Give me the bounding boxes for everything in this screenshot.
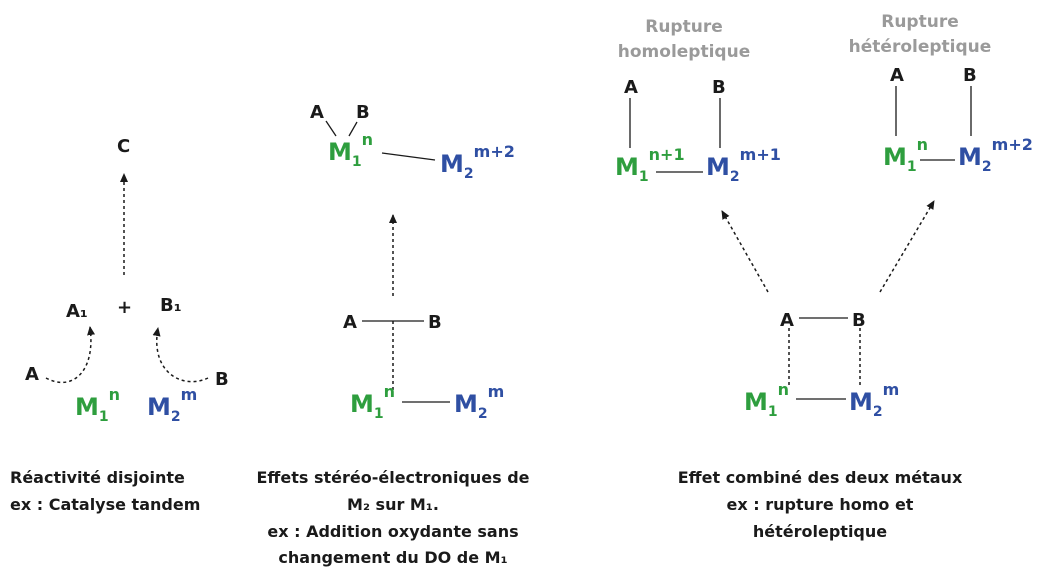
homo-b-label: B: [712, 77, 726, 98]
hetero-title-line-1: Rupture: [881, 12, 959, 32]
homo-title-line-2: homoleptique: [618, 42, 750, 62]
arrow-to-heteroleptic: [879, 200, 935, 293]
curved-arrow-a: [45, 326, 96, 384]
caption-line-1: Effet combiné des deux métaux: [678, 468, 963, 487]
metal-1: M1n: [75, 385, 120, 425]
caption-line-1: Réactivité disjointe: [10, 468, 185, 487]
homo-metal-2: M2m+1: [706, 145, 781, 185]
bottom-b-label: B: [852, 310, 866, 331]
caption-line-3: hétéroleptique: [753, 522, 887, 541]
bottom-metal-2: M2m: [849, 380, 899, 420]
hetero-b-label: B: [963, 65, 977, 86]
top-a-label: A: [310, 102, 324, 123]
arrow-to-homoleptic: [721, 210, 769, 293]
a1-label: A₁: [66, 301, 88, 322]
reactant-b-label: B: [215, 369, 229, 390]
top-b-label: B: [356, 102, 370, 123]
homo-title-line-1: Rupture: [645, 17, 723, 37]
homo-metal-1: M1n+1: [615, 145, 685, 185]
bottom-b-label: B: [428, 312, 442, 333]
bottom-metal-1: M1n: [350, 382, 395, 422]
caption-line-4: changement du DO de M₁: [278, 548, 507, 567]
hetero-a-label: A: [890, 65, 904, 86]
top-metal-2: M2m+2: [440, 142, 515, 182]
panel-disjoint-reactivity: C A₁ + B₁ A B M1n M2m Réactivité disjoin…: [10, 136, 229, 514]
bottom-a-label: A: [780, 310, 794, 331]
homo-a-label: A: [624, 77, 638, 98]
bond-m1-m2-top: [381, 152, 436, 161]
bond-a-m1: [325, 120, 337, 137]
caption-line-2: ex : rupture homo et: [727, 495, 914, 514]
bottom-metal-2: M2m: [454, 382, 504, 422]
caption-line-2: M₂ sur M₁.: [347, 495, 439, 514]
caption-line-2: ex : Catalyse tandem: [10, 495, 200, 514]
panel-combined-effect: Rupture homoleptique A B M1n+1 M2m+1 Rup…: [615, 12, 1033, 541]
hetero-metal-2: M2m+2: [958, 135, 1033, 175]
hetero-metal-1: M1n: [883, 135, 928, 175]
hetero-title-line-2: hétéroleptique: [849, 37, 992, 57]
metal-2: M2m: [147, 385, 197, 425]
reactant-a-label: A: [25, 364, 39, 385]
bond-b-m1: [348, 121, 358, 137]
plus-sign: +: [117, 297, 132, 318]
bottom-metal-1: M1n: [744, 380, 789, 420]
caption-line-3: ex : Addition oxydante sans: [267, 522, 518, 541]
top-metal-1: M1n: [328, 130, 373, 170]
b1-label: B₁: [160, 295, 182, 316]
panel-stereo-electronic: A B M1n M2m+2 A B M1n M2m Effets stéréo-…: [256, 102, 529, 567]
curved-arrow-b: [152, 327, 209, 383]
product-c-label: C: [117, 136, 130, 157]
caption-line-1: Effets stéréo-électroniques de: [256, 468, 529, 487]
bottom-a-label: A: [343, 312, 357, 333]
